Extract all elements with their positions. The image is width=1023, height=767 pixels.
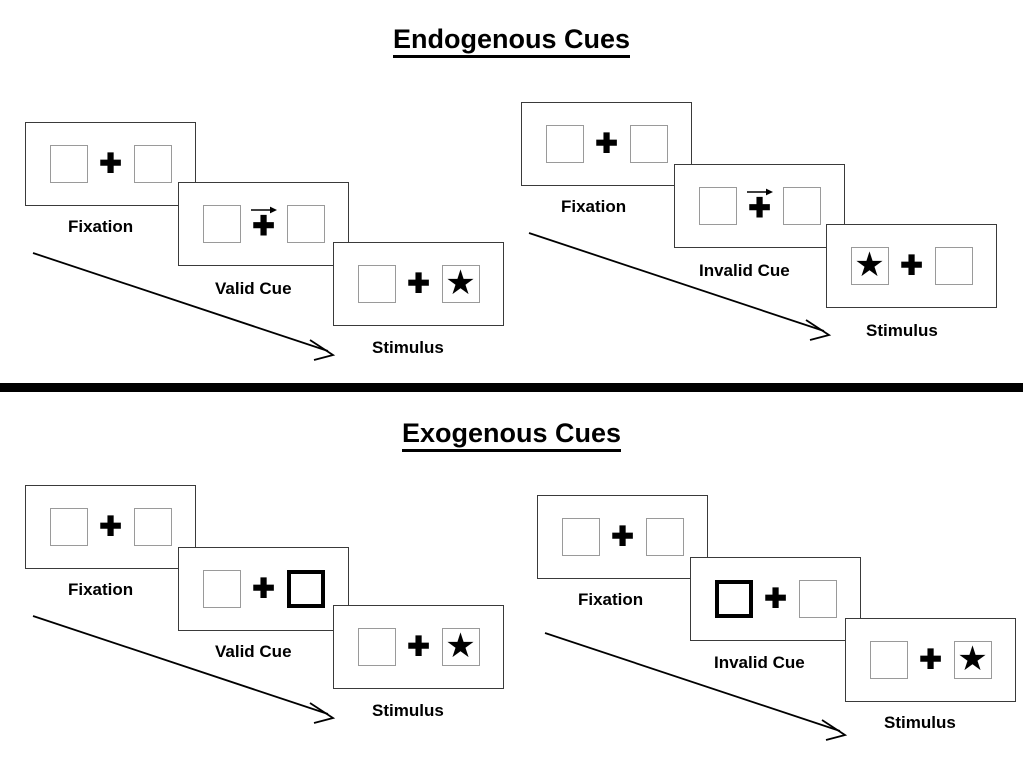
caption-exogenous-valid-stimulus: Stimulus [372, 701, 444, 720]
target-box-left [561, 518, 600, 556]
frame-endogenous-valid-stimulus[interactable]: ✚ ★ [333, 242, 504, 326]
frame-endogenous-invalid-cue[interactable]: ✚ [674, 164, 845, 248]
target-box-right [798, 580, 837, 618]
cued-box-right [286, 570, 325, 608]
target-box-left [545, 125, 584, 163]
target-box-right [286, 205, 325, 243]
frame-endogenous-valid-cue[interactable]: ✚ [178, 182, 349, 266]
section-title-endogenous: Endogenous Cues [0, 24, 1023, 58]
target-box-left [357, 628, 396, 666]
frame-content: ✚ ★ [357, 262, 480, 306]
fixation-plus-icon: ✚ [407, 268, 430, 299]
fixation-cross-container: ✚ [88, 142, 134, 186]
star-target-icon: ★ [445, 627, 476, 665]
caption-exogenous-invalid-stimulus: Stimulus [884, 713, 956, 732]
target-box-left [202, 205, 241, 243]
frame-endogenous-invalid-stimulus[interactable]: ★ ✚ [826, 224, 997, 308]
caption-endogenous-valid-fixation: Fixation [68, 217, 134, 236]
fixation-plus-icon: ✚ [99, 511, 122, 542]
fixation-plus-icon: ✚ [595, 128, 618, 159]
fixation-plus-icon: ✚ [407, 631, 430, 662]
frame-content: ✚ [202, 202, 325, 246]
section-title-endogenous-text: Endogenous Cues [392, 24, 630, 58]
fixation-cross-container: ✚ [600, 515, 646, 559]
frame-content: ✚ ★ [869, 638, 992, 682]
frame-exogenous-invalid-cue[interactable]: ✚ [690, 557, 861, 641]
caption-exogenous-invalid-fixation: Fixation [578, 590, 644, 609]
target-box-left: ★ [850, 246, 889, 285]
star-target-icon: ★ [854, 246, 885, 284]
target-box-right [629, 125, 668, 163]
section-title-exogenous-text: Exogenous Cues [401, 418, 622, 452]
frame-exogenous-valid-cue[interactable]: ✚ [178, 547, 349, 631]
fixation-plus-icon: ✚ [99, 148, 122, 179]
target-box-right [645, 518, 684, 556]
time-flow-arrow-exogenous-invalid [544, 632, 848, 741]
fixation-cross-container: ✚ [241, 567, 287, 611]
target-box-right [133, 508, 172, 546]
frame-endogenous-invalid-fixation[interactable]: ✚ [521, 102, 692, 186]
caption-endogenous-valid-stimulus: Stimulus [372, 338, 444, 357]
caption-endogenous-valid-cue: Valid Cue [215, 279, 292, 298]
target-box-right [782, 187, 821, 225]
fixation-plus-icon: ✚ [764, 583, 787, 614]
frame-exogenous-valid-fixation[interactable]: ✚ [25, 485, 196, 569]
caption-exogenous-valid-cue: Valid Cue [215, 642, 292, 661]
fixation-plus-icon: ✚ [900, 250, 923, 281]
target-box-right [133, 145, 172, 183]
star-target-icon: ★ [445, 264, 476, 302]
target-box-left [202, 570, 241, 608]
frame-exogenous-valid-stimulus[interactable]: ✚ ★ [333, 605, 504, 689]
target-box-left [49, 508, 88, 546]
fixation-cross-container: ✚ [396, 262, 442, 306]
frame-content: ✚ [202, 567, 325, 611]
target-box-right [934, 247, 973, 285]
frame-exogenous-invalid-fixation[interactable]: ✚ [537, 495, 708, 579]
fixation-plus-icon: ✚ [252, 573, 275, 604]
fixation-cross-container: ✚ [753, 577, 799, 621]
frame-content: ✚ [49, 505, 172, 549]
frame-content: ✚ [714, 577, 837, 621]
target-box-right: ★ [441, 627, 480, 666]
frame-content: ✚ [545, 122, 668, 166]
fixation-plus-icon: ✚ [611, 521, 634, 552]
fixation-cross-container: ✚ [908, 638, 954, 682]
frame-content: ✚ ★ [357, 625, 480, 669]
target-box-left [698, 187, 737, 225]
section-title-exogenous: Exogenous Cues [0, 418, 1023, 452]
caption-exogenous-invalid-cue: Invalid Cue [714, 653, 805, 672]
target-box-left [357, 265, 396, 303]
cued-box-left [714, 580, 753, 618]
fixation-plus-icon: ✚ [919, 644, 942, 675]
fixation-plus-icon: ✚ [748, 193, 771, 224]
target-box-right: ★ [953, 640, 992, 679]
frame-content: ✚ [561, 515, 684, 559]
fixation-cross-container: ✚ [396, 625, 442, 669]
fixation-cross-container: ✚ [584, 122, 630, 166]
fixation-cross-container: ✚ [241, 202, 287, 246]
frame-endogenous-valid-fixation[interactable]: ✚ [25, 122, 196, 206]
frame-content: ✚ [698, 184, 821, 228]
right-arrow-icon [746, 188, 773, 196]
caption-endogenous-invalid-cue: Invalid Cue [699, 261, 790, 280]
caption-endogenous-invalid-stimulus: Stimulus [866, 321, 938, 340]
fixation-plus-icon: ✚ [252, 211, 275, 242]
frame-exogenous-invalid-stimulus[interactable]: ✚ ★ [845, 618, 1016, 702]
caption-endogenous-invalid-fixation: Fixation [561, 197, 627, 216]
right-arrow-icon [250, 206, 277, 214]
target-box-right: ★ [441, 264, 480, 303]
fixation-cross-container: ✚ [889, 244, 935, 288]
star-target-icon: ★ [957, 640, 988, 678]
frame-content: ★ ✚ [850, 244, 973, 288]
frame-content: ✚ [49, 142, 172, 186]
section-divider [0, 383, 1023, 392]
target-box-left [49, 145, 88, 183]
caption-exogenous-valid-fixation: Fixation [68, 580, 134, 599]
target-box-left [869, 641, 908, 679]
fixation-cross-container: ✚ [737, 184, 783, 228]
fixation-cross-container: ✚ [88, 505, 134, 549]
